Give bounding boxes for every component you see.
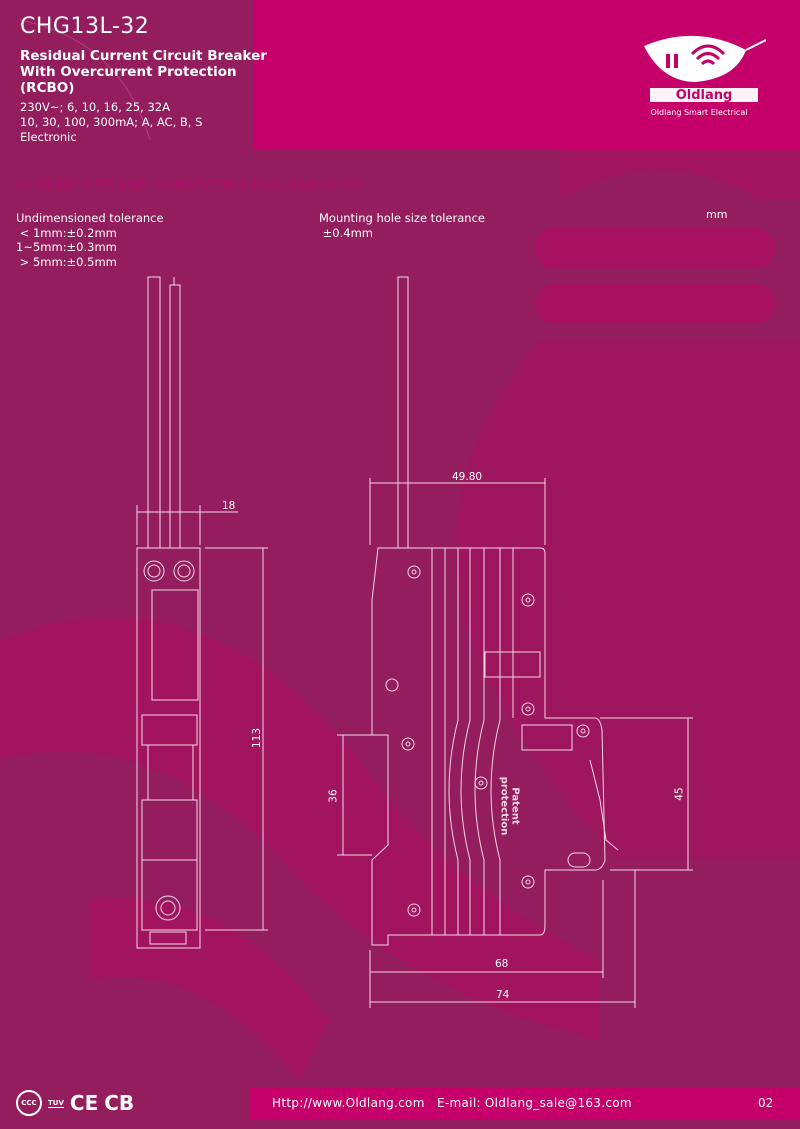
model-title: CHG13L-32 — [20, 14, 150, 39]
front-view — [337, 276, 693, 1008]
spec-line: 230V~; 6, 10, 16, 25, 32A — [20, 100, 170, 114]
tolerance-line: < 1mm:±0.2mm — [16, 225, 117, 240]
brand-name: Oldlang — [676, 88, 733, 103]
mounting-title: Mounting hole size tolerance — [319, 211, 485, 225]
contact-info: Http://www.Oldlang.com E-mail: Oldlang_s… — [272, 1096, 632, 1110]
patent-label: Patent protection — [498, 777, 520, 836]
subtitle-line: Residual Current Circuit Breaker — [20, 48, 267, 64]
side-view — [136, 276, 268, 949]
cb-logo: CB — [104, 1091, 135, 1115]
subtitle-line: With Overcurrent Protection — [20, 64, 237, 80]
certification-logos: CCC TUV CE CB — [16, 1090, 134, 1116]
spec-line: 10, 30, 100, 300mA; A, AC, B, S — [20, 115, 203, 129]
dim-width-side: 18 — [222, 500, 236, 512]
brand-tagline: Oldlang Smart Electrical — [650, 108, 748, 117]
dim-front: 45 — [673, 787, 686, 801]
tolerance-line: 1~5mm:±0.3mm — [16, 240, 117, 254]
mounting-tolerance: Mounting hole size tolerance ±0.4mm — [319, 211, 485, 240]
subtitle-line: (RCBO) — [20, 80, 75, 96]
dim-depth-total: 74 — [496, 989, 510, 1001]
mounting-value: ±0.4mm — [319, 225, 373, 240]
tuv-logo: TUV — [48, 1098, 64, 1108]
ce-logo: CE — [69, 1091, 99, 1115]
dim-depth-top: 49.80 — [452, 471, 483, 483]
footer-bar — [250, 1088, 800, 1119]
section-title: OUTLINE SIZE AND CONNECTION DIAGRAM (mm) — [17, 178, 361, 194]
dim-rail: 36 — [327, 789, 340, 803]
ccc-logo: CCC — [16, 1090, 42, 1116]
page-number: 02 — [758, 1096, 774, 1110]
product-specs: 230V~; 6, 10, 16, 25, 32A 10, 30, 100, 3… — [20, 100, 202, 145]
tolerance-line: > 5mm:±0.5mm — [16, 254, 117, 269]
tolerance-title: Undimensioned tolerance — [16, 211, 164, 225]
patent-word: Patent — [509, 787, 521, 825]
tolerance-block: Undimensioned tolerance < 1mm:±0.2mm 1~5… — [16, 211, 164, 269]
dim-depth-mid: 68 — [495, 958, 509, 970]
unit-label: mm — [706, 208, 728, 221]
oldlang-logo: Oldlang — [644, 35, 766, 103]
product-subtitle: Residual Current Circuit Breaker With Ov… — [20, 48, 267, 96]
protection-word: protection — [498, 776, 510, 836]
dim-height: 113 — [251, 727, 264, 749]
spec-line: Electronic — [20, 130, 77, 144]
